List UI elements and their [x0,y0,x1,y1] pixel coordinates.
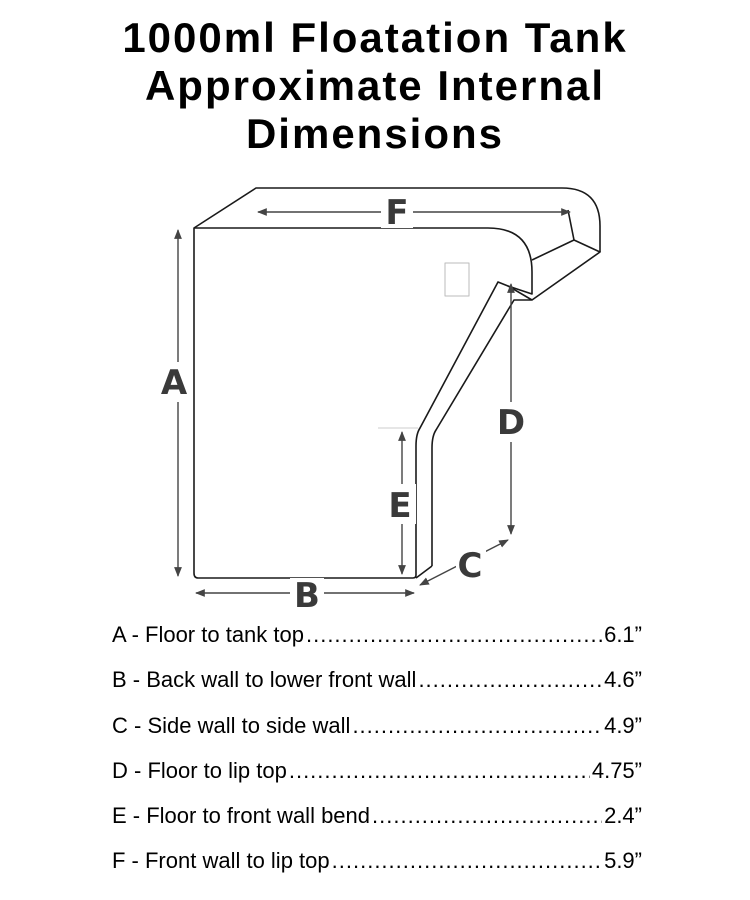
tank-lip-inner [567,209,575,241]
tank-window [444,262,470,297]
tank-lip-side [531,239,601,301]
tank-front-face [193,227,533,579]
legend-row-e: E - Floor to front wall bend 2.4” [112,803,642,848]
legend-leader-dots [418,667,602,693]
dimension-legend: A - Floor to tank top 6.1” B - Back wall… [112,622,642,894]
legend-text: F - Front wall to lip top [112,848,330,874]
legend-text: C - Side wall to side wall [112,712,351,738]
legend-value: 5.9” [604,848,642,874]
label-a: A [161,363,188,403]
legend-text: E - Floor to front wall bend [112,803,371,829]
title-line-3: Dimensions [245,110,505,157]
legend-row-a: A - Floor to tank top 6.1” [112,622,642,667]
label-d: D [497,403,525,443]
tank-bottom-edge [415,565,433,579]
legend-value: 2.4” [604,803,642,829]
label-e: E [388,486,411,526]
legend-row-c: C - Side wall to side wall 4.9” [112,713,642,758]
legend-value: 4.75” [591,757,642,783]
legend-row-b: B - Back wall to lower front wall 4.6” [112,667,642,712]
title-line-2: Approximate Internal [144,62,606,109]
label-c: C [458,546,483,586]
tank-back-slant [431,285,533,566]
legend-leader-dots [289,758,590,784]
legend-row-f: F - Front wall to lip top 5.9” [112,848,642,893]
tank-outline [193,187,601,579]
title-line-1: 1000ml Floatation Tank [122,14,628,61]
tank-top-rim [193,187,601,252]
legend-text: A - Floor to tank top [112,622,304,647]
legend-text: D - Floor to lip top [112,757,287,783]
legend-value: 6.1” [604,622,642,647]
dimension-labels: A B C D E F [161,193,527,616]
legend-row-d: D - Floor to lip top 4.75” [112,758,642,803]
legend-leader-dots [372,803,602,829]
legend-value: 4.6” [604,667,642,693]
legend-leader-dots [306,622,602,648]
legend-leader-dots [352,713,602,739]
label-f: F [385,193,408,233]
label-b: B [294,576,320,616]
page-title: 1000ml Floatation Tank Approximate Inter… [0,14,750,158]
legend-value: 4.9” [604,712,642,738]
legend-text: B - Back wall to lower front wall [112,667,417,693]
legend-leader-dots [332,848,602,874]
